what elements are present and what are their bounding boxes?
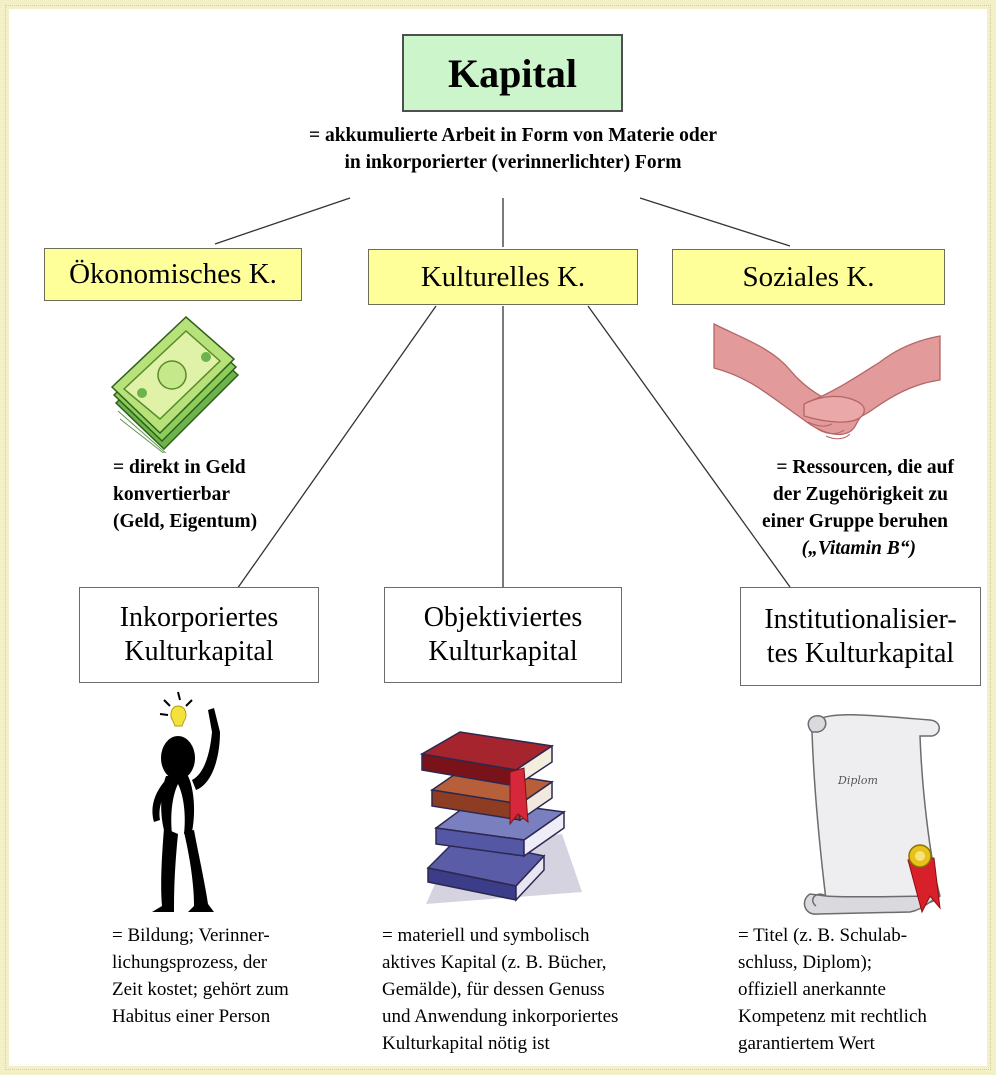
institutionalisiertes-desc: = Titel (z. B. Schulab- schluss, Diplom)… <box>738 922 986 1057</box>
kapital-title-box: Kapital <box>402 34 623 112</box>
kulturelles-kapital-label: Kulturelles K. <box>420 260 586 293</box>
vitamin-b-note: („Vitamin B“) <box>801 538 916 559</box>
desc-line: Kulturkapital nötig ist <box>382 1033 550 1054</box>
inkorporiertes-kulturkapital-box: Inkorporiertes Kulturkapital <box>79 587 319 683</box>
connector-kapital-sozial <box>639 197 791 247</box>
objektiviertes-desc: = materiell und symbolisch aktives Kapit… <box>382 922 682 1057</box>
desc-line: konvertierbar <box>113 484 230 505</box>
connector-kulturell-inkorporiert <box>236 305 437 590</box>
desc-line: Habitus einer Person <box>112 1006 271 1027</box>
desc-line: Kompetenz mit rechtlich <box>738 1006 927 1027</box>
desc-line: = direkt in Geld <box>113 457 246 478</box>
box-label-line: Kulturkapital <box>124 636 274 667</box>
desc-line: lichungsprozess, der <box>112 952 268 973</box>
connector-kulturell-institutionalisiert <box>587 305 791 588</box>
desc-line: Gemälde), für dessen Genuss <box>382 979 605 1000</box>
books-icon <box>419 731 582 904</box>
desc-line: aktives Kapital (z. B. Bücher, <box>382 952 607 973</box>
desc-line: Zeit kostet; gehört zum <box>112 979 289 1000</box>
desc-line: einer Gruppe beruhen <box>762 511 948 532</box>
desc-line: = Titel (z. B. Schulab- <box>738 925 908 946</box>
box-label-line: Objektiviertes <box>423 602 583 633</box>
desc-line: = materiell und symbolisch <box>382 925 590 946</box>
diplom-text: Diplom <box>837 774 878 787</box>
handshake-icon <box>713 322 941 440</box>
box-label-line: tes Kulturkapital <box>766 637 955 669</box>
desc-line: offiziell anerkannte <box>738 979 886 1000</box>
thinking-person-icon <box>152 691 220 912</box>
oekonomisches-kapital-label: Ökonomisches K. <box>69 258 277 290</box>
objektiviertes-kulturkapital-box: Objektiviertes Kulturkapital <box>384 587 622 683</box>
desc-line: der Zugehörigkeit zu <box>772 484 948 505</box>
desc-line: = Ressourcen, die auf <box>776 457 954 478</box>
oekonomisches-desc: = direkt in Geld konvertierbar (Geld, Ei… <box>113 454 333 535</box>
kapital-title: Kapital <box>448 50 577 96</box>
soziales-desc: = Ressourcen, die auf der Zugehörigkeit … <box>700 454 970 562</box>
box-label-line: Institutionalisier- <box>764 603 957 635</box>
institutionalisiertes-kulturkapital-box: Institutionalisier- tes Kulturkapital <box>740 587 981 686</box>
desc-line: = Bildung; Verinner- <box>112 925 270 946</box>
definition-line: = akkumulierte Arbeit in Form von Materi… <box>308 125 718 146</box>
kulturelles-kapital-box: Kulturelles K. <box>368 249 638 305</box>
desc-line: (Geld, Eigentum) <box>113 511 258 532</box>
kapital-definition: = akkumulierte Arbeit in Form von Materi… <box>220 122 806 176</box>
desc-line: garantiertem Wert <box>738 1033 875 1054</box>
oekonomisches-kapital-box: Ökonomisches K. <box>44 248 302 301</box>
money-icon <box>110 315 240 453</box>
desc-line: schluss, Diplom); <box>738 952 873 973</box>
inkorporiertes-desc: = Bildung; Verinner- lichungsprozess, de… <box>112 922 362 1030</box>
box-label-line: Inkorporiertes <box>119 602 279 633</box>
soziales-kapital-label: Soziales K. <box>742 260 875 293</box>
definition-line: in inkorporierter (verinnerlichter) Form <box>344 152 682 173</box>
box-label-line: Kulturkapital <box>428 636 578 667</box>
desc-line: und Anwendung inkorporiertes <box>382 1006 619 1027</box>
diploma-icon: Diplom <box>803 713 941 915</box>
connector-kapital-oekonomisch <box>214 197 351 245</box>
soziales-kapital-box: Soziales K. <box>672 249 945 305</box>
